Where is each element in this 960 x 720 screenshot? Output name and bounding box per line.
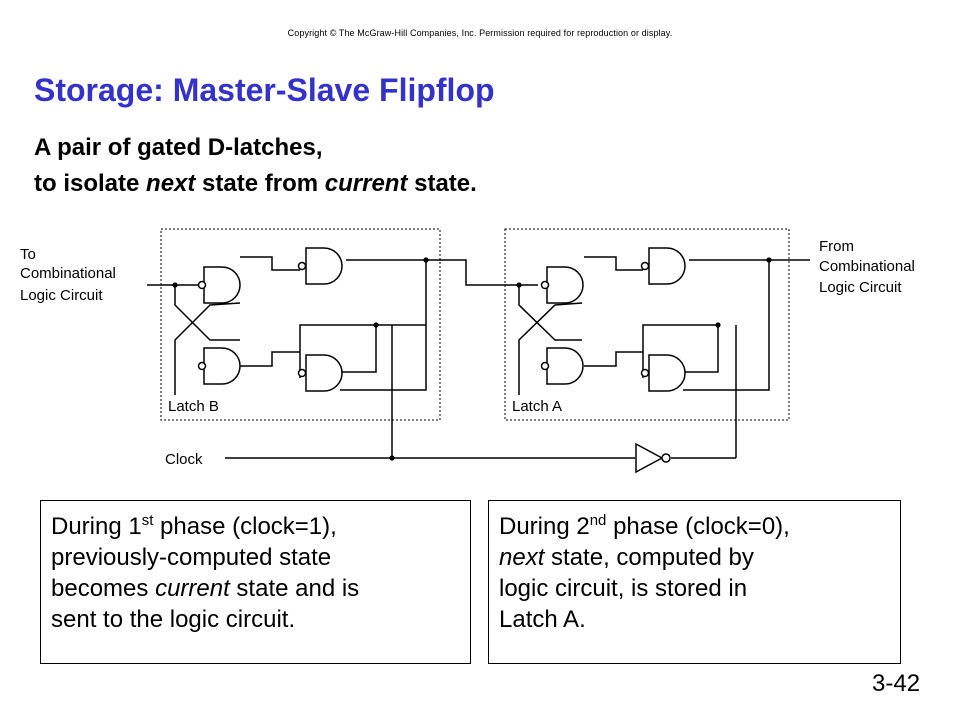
phase-2-line-4: Latch A. <box>499 606 586 633</box>
left-label-line-3: Logic Circuit <box>20 287 103 304</box>
phase-1-description: During 1st phase (clock=1), previously-c… <box>40 500 471 664</box>
phase-2-ordinal: nd <box>589 512 607 529</box>
subtitle-line-2-end: state. <box>407 170 477 197</box>
phase-2-next-emphasis: next <box>499 544 545 571</box>
slide-subtitle: A pair of gated D-latches, to isolate ne… <box>34 130 477 202</box>
subtitle-line-1: A pair of gated D-latches, <box>34 134 323 161</box>
slide-number: 3-42 <box>872 670 921 697</box>
latch-a-boundary <box>504 228 790 421</box>
phase-1-line-3-start: becomes <box>51 575 156 602</box>
latch-b-boundary <box>160 228 441 421</box>
phase-1-during: During 1 <box>51 513 142 540</box>
right-label-line-1: From <box>819 238 854 255</box>
phase-1-line-3-end: state and is <box>229 575 360 602</box>
left-label-line-1: To <box>20 246 36 263</box>
slide-title: Storage: Master-Slave Flipflop <box>34 72 495 108</box>
subtitle-current-emphasis: current <box>324 170 408 197</box>
copyright-notice: Copyright © The McGraw-Hill Companies, I… <box>287 28 673 38</box>
clock-label: Clock <box>165 451 203 468</box>
phase-1-current-emphasis: current <box>155 575 230 602</box>
junction-dots <box>172 257 772 461</box>
latch-b-gates <box>197 247 343 392</box>
phase-2-line-1: phase (clock=0), <box>606 513 790 540</box>
phase-1-ordinal: st <box>141 512 154 529</box>
latch-a-gates <box>540 247 686 392</box>
phase-2-during: During 2 <box>499 513 590 540</box>
clock-inverter <box>635 442 671 474</box>
phase-2-line-3: logic circuit, is stored in <box>499 575 748 602</box>
subtitle-line-2-start: to isolate <box>34 170 147 197</box>
wiring <box>147 256 810 459</box>
latch-a-label: Latch A <box>512 398 562 415</box>
right-label-line-3: Logic Circuit <box>819 279 902 296</box>
phase-1-line-1: phase (clock=1), <box>153 513 337 540</box>
phase-1-line-2: previously-computed state <box>51 544 332 571</box>
phase-1-line-4: sent to the logic circuit. <box>51 606 296 633</box>
phase-2-description: During 2nd phase (clock=0), next state, … <box>488 500 901 664</box>
phase-2-line-2: state, computed by <box>544 544 754 571</box>
right-label-line-2: Combinational <box>819 258 915 275</box>
left-label-line-2: Combinational <box>20 265 116 282</box>
subtitle-line-2-middle: state from <box>195 170 325 197</box>
latch-b-label: Latch B <box>168 398 219 415</box>
subtitle-next-emphasis: next <box>146 170 196 197</box>
